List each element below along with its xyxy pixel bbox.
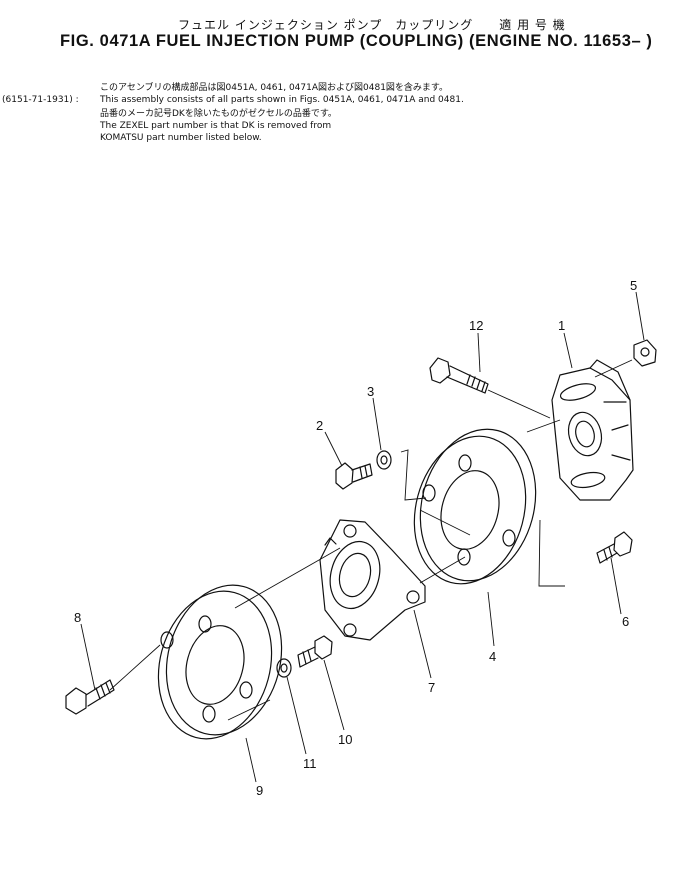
alignment-lines: [109, 359, 633, 721]
callout-12: 12: [469, 318, 483, 333]
part-5-nut: [633, 339, 657, 367]
part-1-bracket: [551, 359, 634, 501]
part-10-bolt: [297, 635, 333, 668]
part-12-bolt: [429, 357, 489, 394]
callout-3: 3: [367, 384, 374, 399]
part-2-bolt: [335, 462, 373, 490]
part-3-washer: [376, 450, 392, 470]
leader-lines: [80, 291, 645, 783]
note-line-jp-2: 品番のメーカ記号DKを除いたものがゼクセルの品番です。: [100, 109, 337, 119]
part-11-washer: [276, 658, 292, 678]
note-line-en-1: This assembly consists of all parts show…: [100, 95, 464, 105]
note-line-en-2: The ZEXEL part number is that DK is remo…: [100, 121, 332, 131]
japanese-title: フュエル インジェクション ポンプ カップリング 適 用 号 機: [178, 18, 566, 32]
part-6-bolt: [596, 531, 633, 564]
callout-1: 1: [558, 318, 565, 333]
part-9-coupling-plate: [157, 584, 283, 740]
part-4-adapter-plate: [413, 428, 537, 585]
part-8-bolt: [65, 679, 115, 715]
callout-7: 7: [428, 680, 435, 695]
note-line-jp-1: このアセンブリの構成部品は図0451A, 0461, 0471A図および図048…: [100, 83, 449, 93]
callout-numbers: 1 2 3 4 5 6 7 8 9 10 11 12: [74, 278, 637, 798]
callout-10: 10: [338, 732, 352, 747]
figure-title: FIG. 0471A FUEL INJECTION PUMP (COUPLING…: [60, 32, 653, 50]
callout-8: 8: [74, 610, 81, 625]
callout-6: 6: [622, 614, 629, 629]
part-7-coupling-flange: [319, 519, 426, 641]
callout-11: 11: [303, 756, 317, 771]
callout-4: 4: [489, 649, 496, 664]
callout-2: 2: [316, 418, 323, 433]
callout-9: 9: [256, 783, 263, 798]
assembly-model-code: (6151-71-1931) :: [2, 95, 79, 105]
callout-5: 5: [630, 278, 637, 293]
note-line-en-3: KOMATSU part number listed below.: [100, 133, 262, 143]
